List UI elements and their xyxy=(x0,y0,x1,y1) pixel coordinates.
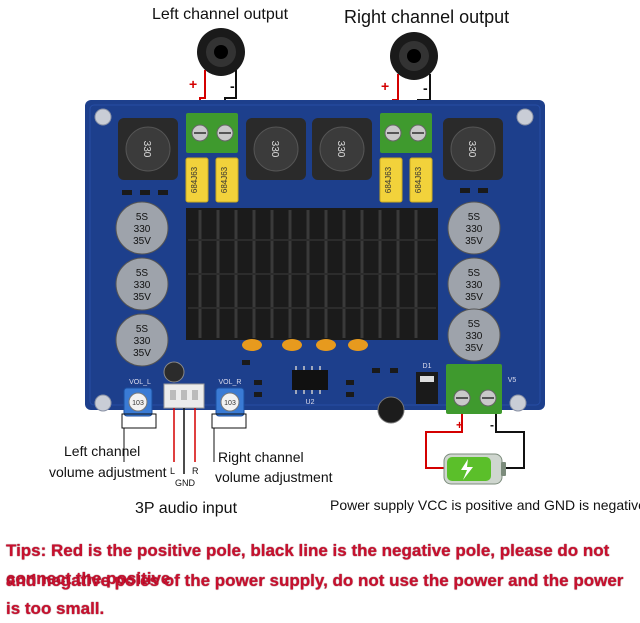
svg-text:35V: 35V xyxy=(133,292,151,303)
right-volume-label-line1: Right channel xyxy=(218,449,304,465)
svg-text:330: 330 xyxy=(134,280,151,291)
left-speaker-icon xyxy=(197,28,245,76)
power-supply-label: Power supply VCC is positive and GND is … xyxy=(330,497,640,513)
battery-icon xyxy=(443,453,506,485)
ceramic-capacitors xyxy=(242,339,368,351)
u2-label: U2 xyxy=(306,399,315,406)
inductor-l4: 330 xyxy=(443,118,503,180)
tips-warning-line1: Tips: Red is the positive pole, black li… xyxy=(6,541,610,588)
right-plus-sign: + xyxy=(381,78,390,94)
svg-text:103: 103 xyxy=(132,400,144,407)
inductor-l3-label: 330 xyxy=(335,141,346,158)
d1-label: D1 xyxy=(423,363,432,370)
svg-text:5S: 5S xyxy=(468,319,481,330)
right-output-terminal xyxy=(380,113,432,153)
audio-input-wires xyxy=(173,408,196,474)
svg-text:330: 330 xyxy=(466,280,483,291)
right-speaker-icon xyxy=(390,32,438,80)
film-cap-label: 684J63 xyxy=(190,166,199,193)
audio-input-connector xyxy=(163,383,205,409)
svg-text:330: 330 xyxy=(134,224,151,235)
svg-text:35V: 35V xyxy=(133,348,151,359)
capacitors-left: 5S 330 35V 5S 330 35V 5S 330 35V xyxy=(115,201,169,367)
svg-text:330: 330 xyxy=(466,331,483,342)
amplifier-board-diagram: 330 330 330 330 684J63 684J63 6 xyxy=(85,28,545,485)
left-channel-output-label: Left channel output xyxy=(152,6,289,23)
svg-text:35V: 35V xyxy=(465,292,483,303)
input-pin-r-label: R xyxy=(192,466,199,476)
film-cap-label: 684J63 xyxy=(384,166,393,193)
svg-text:35V: 35V xyxy=(465,236,483,247)
v5-label: V5 xyxy=(508,377,517,384)
right-channel-output-label: Right channel output xyxy=(344,7,510,27)
right-volume-label-line2: volume adjustment xyxy=(215,469,333,485)
right-volume-pot: 103 VOL_R xyxy=(215,379,245,417)
electrolytic-capacitor-black xyxy=(377,396,405,424)
svg-text:330: 330 xyxy=(134,336,151,347)
inductor-l3: 330 xyxy=(312,118,372,180)
tips-warning-line2: and negative poles of the power supply, … xyxy=(6,571,624,618)
inductor-l2: 330 xyxy=(246,118,306,180)
vol-l-label: VOL_L xyxy=(129,379,151,386)
input-pin-gnd-label: GND xyxy=(175,478,195,488)
audio-input-label: 3P audio input xyxy=(135,500,238,517)
left-minus-sign: - xyxy=(230,78,235,94)
svg-text:330: 330 xyxy=(466,224,483,235)
power-plus-sign: + xyxy=(456,418,464,432)
heatsink xyxy=(186,208,438,340)
svg-text:35V: 35V xyxy=(133,236,151,247)
film-cap-label: 684J63 xyxy=(414,166,423,193)
diode-d1: D1 xyxy=(416,363,438,404)
film-capacitors-right: 684J63 684J63 xyxy=(379,157,433,203)
right-volume-indicator-box xyxy=(211,413,247,429)
svg-text:5S: 5S xyxy=(136,324,149,335)
left-volume-pot: 103 VOL_L xyxy=(123,379,153,417)
right-minus-sign: - xyxy=(423,80,428,96)
vol-r-label: VOL_R xyxy=(219,379,242,386)
svg-text:5S: 5S xyxy=(468,212,481,223)
left-plus-sign: + xyxy=(189,76,198,92)
svg-text:5S: 5S xyxy=(136,212,149,223)
svg-text:35V: 35V xyxy=(465,343,483,354)
inductor-l1: 330 xyxy=(118,118,178,180)
inductor-l4-label: 330 xyxy=(466,141,477,158)
ic-u2: U2 xyxy=(292,366,328,406)
inductor-l2-label: 330 xyxy=(269,141,280,158)
left-output-terminal xyxy=(186,113,238,153)
film-cap-label: 684J63 xyxy=(220,166,229,193)
svg-text:103: 103 xyxy=(224,400,236,407)
capacitors-right: 5S 330 35V 5S 330 35V 5S 330 35V xyxy=(447,201,501,362)
left-volume-indicator-box xyxy=(121,413,157,429)
mounting-holes xyxy=(94,108,534,412)
left-volume-label-line1: Left channel xyxy=(64,443,141,459)
power-input-terminal: V5 xyxy=(446,364,516,414)
film-capacitors-left: 684J63 684J63 xyxy=(185,157,239,203)
power-supply-wires xyxy=(425,414,525,469)
inductor-l1-label: 330 xyxy=(141,141,152,158)
smd-components xyxy=(122,188,488,397)
small-capacitor xyxy=(163,361,185,383)
left-volume-label-line2: volume adjustment xyxy=(49,464,167,480)
input-pin-l-label: L xyxy=(170,466,176,476)
svg-text:5S: 5S xyxy=(468,268,481,279)
svg-text:5S: 5S xyxy=(136,268,149,279)
power-minus-sign: - xyxy=(490,418,494,432)
